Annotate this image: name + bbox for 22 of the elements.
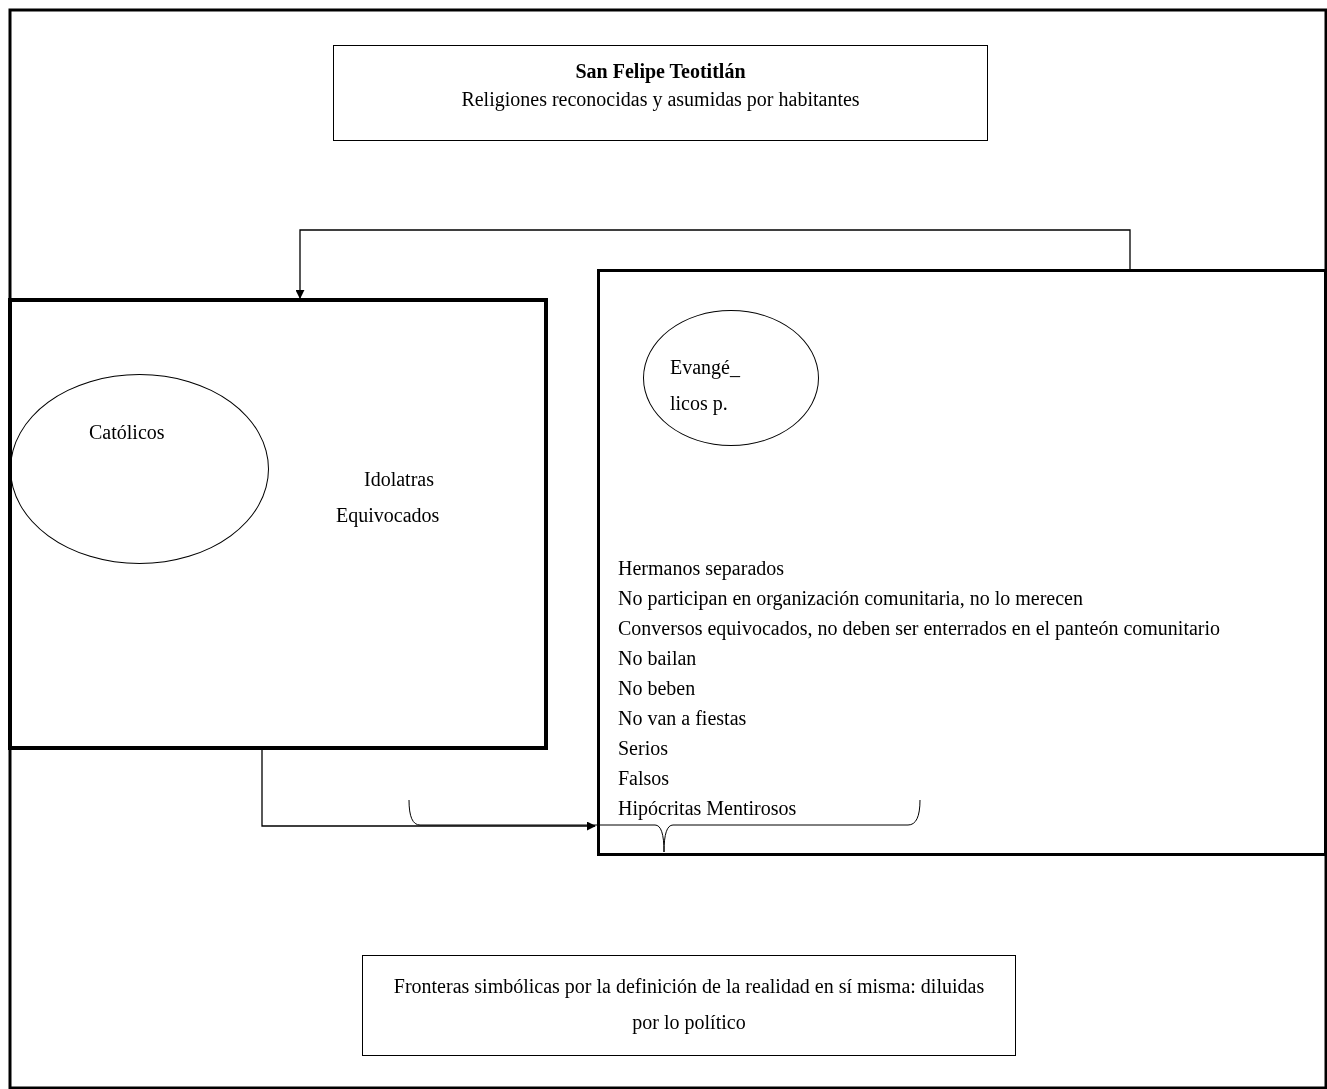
text-box xyxy=(333,45,988,141)
list-item-text: No van a fiestas xyxy=(618,706,748,731)
title-text: San Felipe Teotitlán xyxy=(574,60,747,83)
subtitle-text: Religiones reconocidas y asumidas por habitantes xyxy=(460,88,861,111)
text-box xyxy=(362,955,1016,1056)
arrow xyxy=(295,229,1131,299)
list-item-text: No beben xyxy=(618,676,697,701)
list-item-text: Serios xyxy=(618,736,669,761)
list-item-text: Falsos xyxy=(618,766,671,791)
text-box xyxy=(597,269,1327,856)
note-text: Fronteras simbólicas por la definición de la realidad en sí misma: diluidas por lo político xyxy=(392,974,986,1036)
list-item-text: Hermanos separados xyxy=(618,556,786,582)
text-box xyxy=(8,298,548,750)
list-item-text: Hipócritas Mentirosos xyxy=(618,796,798,822)
arrow xyxy=(261,749,596,831)
descriptor-text: Equivocados xyxy=(336,504,440,527)
node-label: Católicos xyxy=(89,421,165,444)
node-label: Evangé_ licos p. xyxy=(670,355,741,417)
list-item-text: No bailan xyxy=(618,646,698,671)
list-item-text: No participan en organización comunitaria, no lo merecen xyxy=(618,586,1084,612)
descriptor-text: Idolatras xyxy=(364,468,434,491)
list-item-text: Conversos equivocados, no deben ser enterrados en el panteón comunitario xyxy=(618,616,1222,642)
